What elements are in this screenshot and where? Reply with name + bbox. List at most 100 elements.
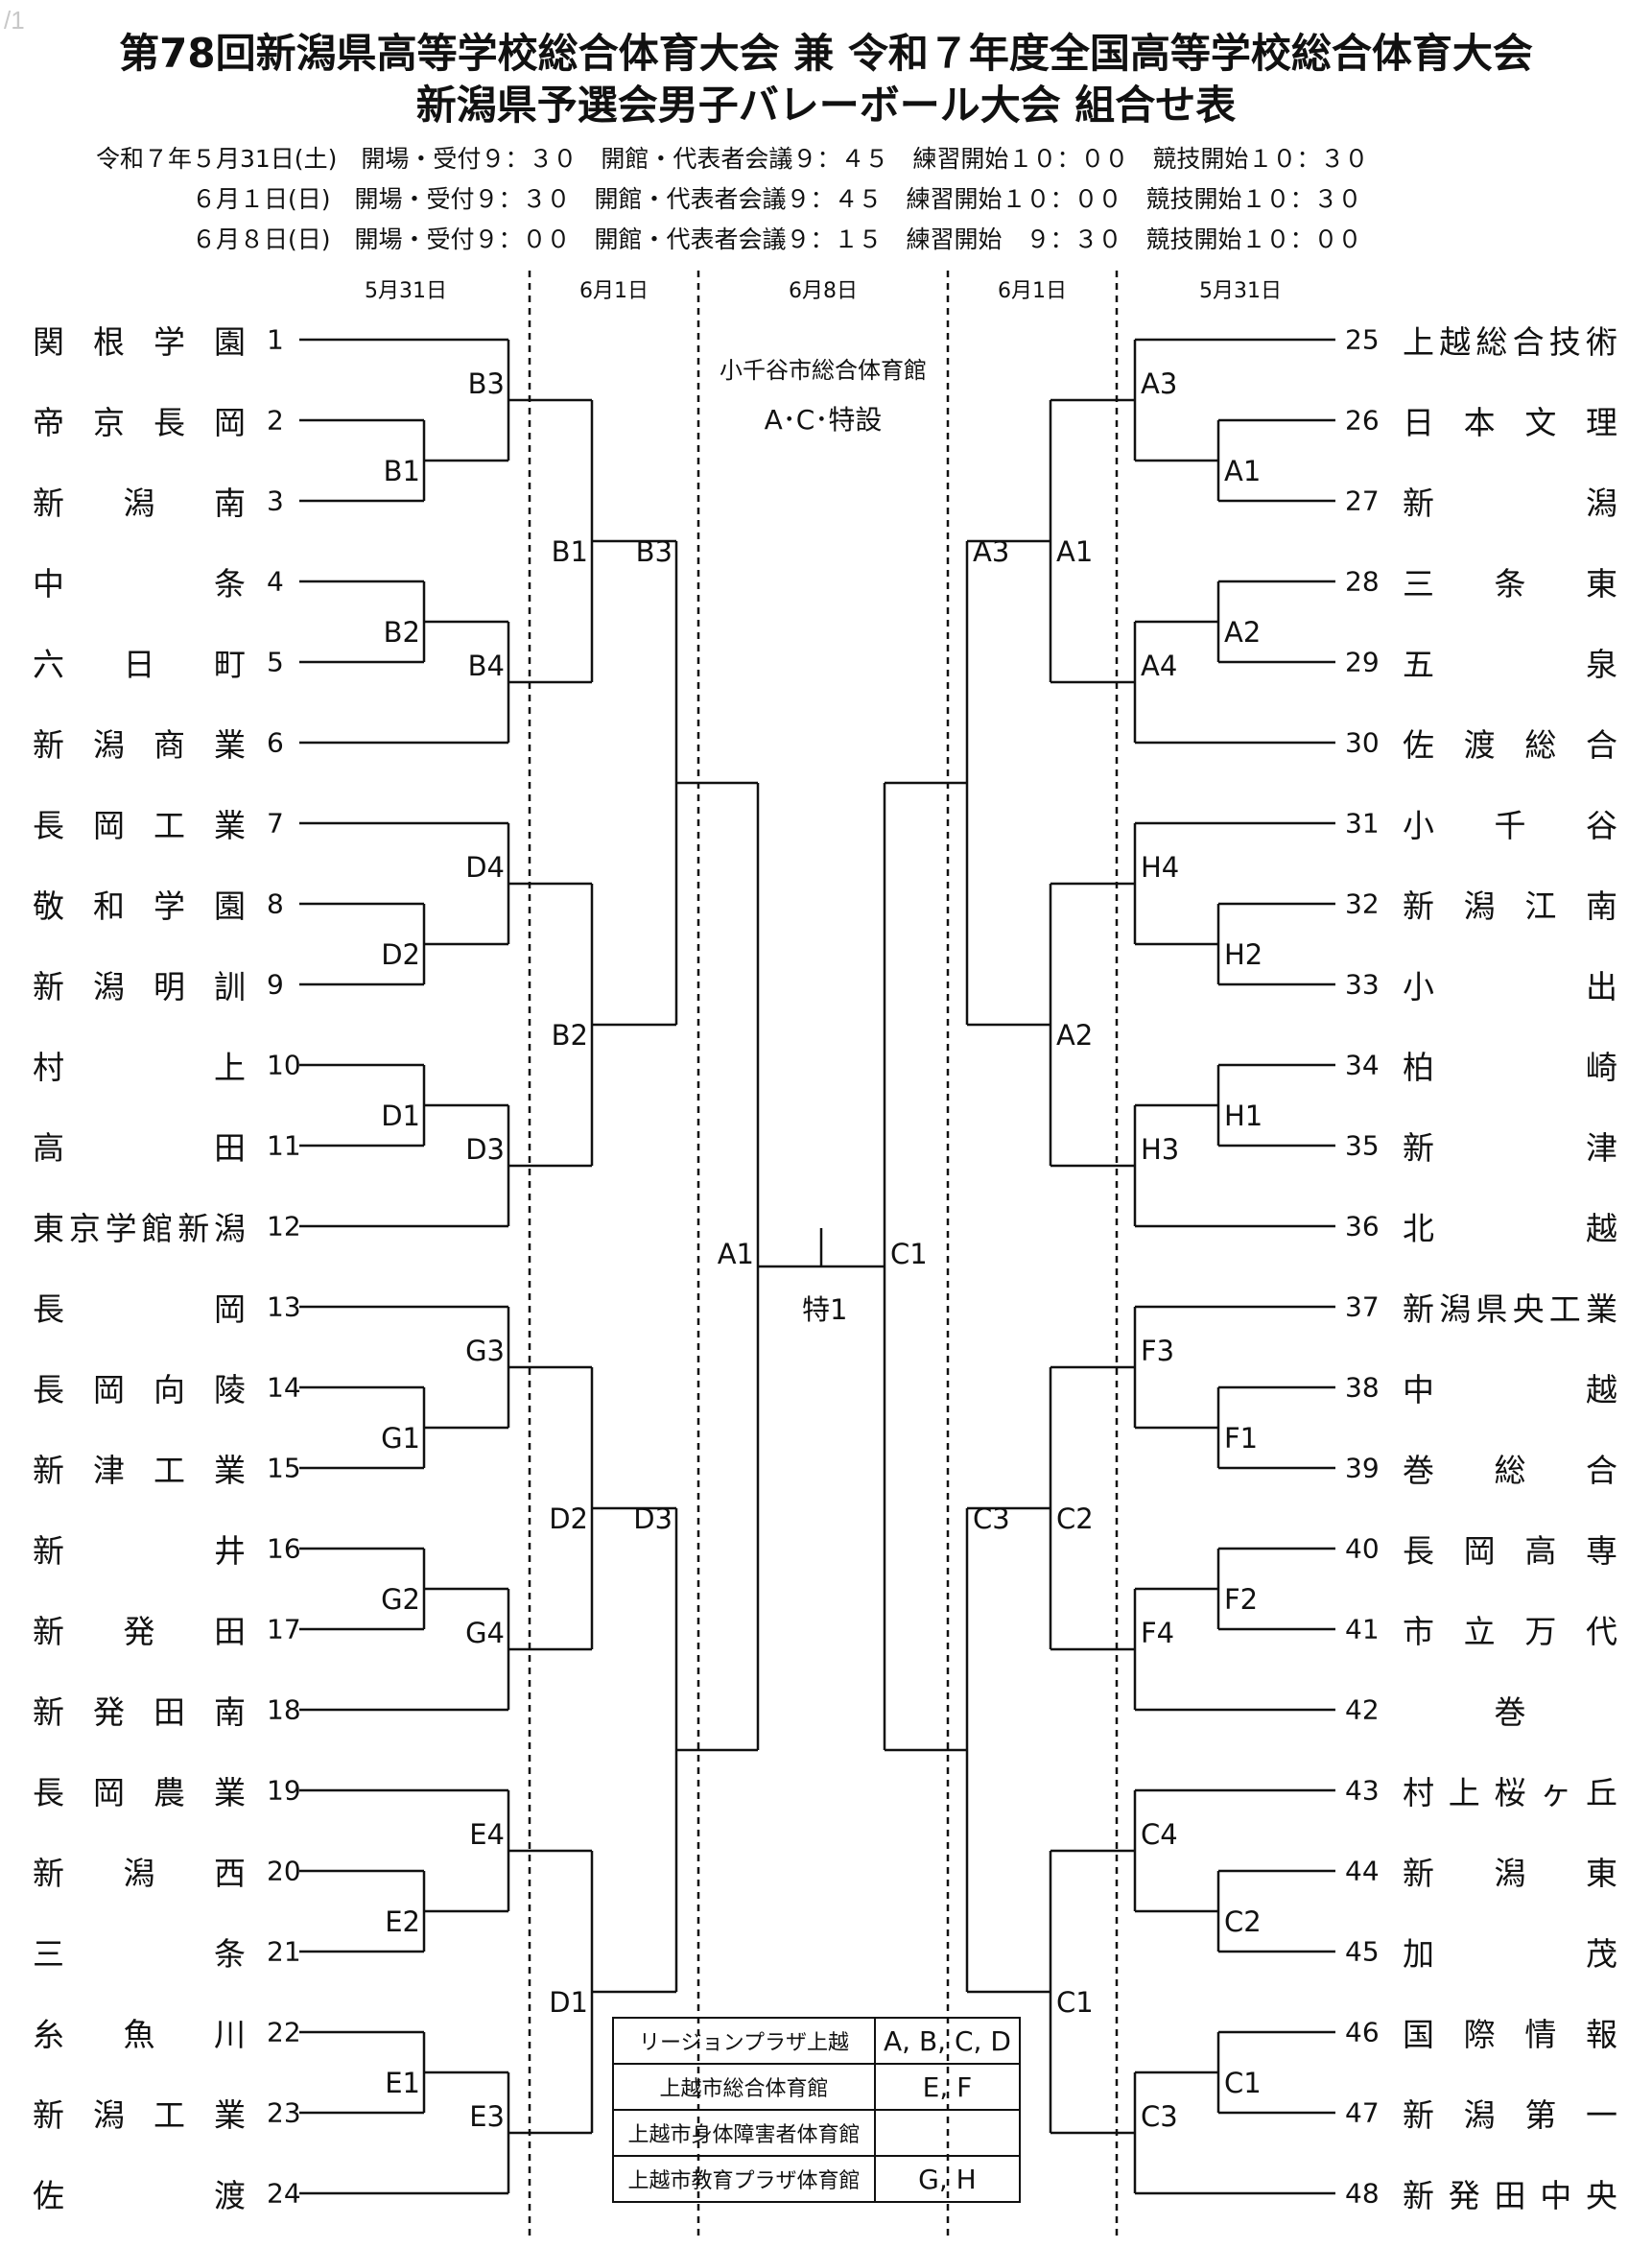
match-label: B3	[635, 535, 673, 568]
match-label: A2	[1056, 1019, 1094, 1052]
team-number: 44	[1345, 1855, 1380, 1887]
team-number: 19	[267, 1774, 301, 1807]
match-label: F4	[1141, 1617, 1175, 1649]
day-header-left-r2: 6月1日	[579, 279, 649, 303]
team-name: 村上桜ヶ丘	[1403, 1774, 1617, 1811]
match-label: C3	[1141, 2100, 1178, 2133]
match-label: D1	[381, 1100, 420, 1132]
team-number: 23	[267, 2096, 301, 2129]
schedule-line-2: ６月１日(日) 開場・受付９：３０ 開館・代表者会議９：４５ 練習開始１０：００…	[96, 185, 1362, 213]
match-label: A1	[717, 1238, 754, 1270]
match-label: B1	[551, 535, 588, 568]
match-label: C4	[1141, 1818, 1178, 1851]
team-name: 新潟第一	[1403, 2096, 1617, 2134]
team-number: 13	[267, 1290, 301, 1323]
team-number: 46	[1345, 2016, 1380, 2048]
team-name: 三条東	[1403, 565, 1617, 603]
match-label: F1	[1224, 1422, 1259, 1455]
match-label: B2	[551, 1019, 588, 1052]
team-name: 長岡	[33, 1290, 246, 1328]
team-name: 小千谷	[1403, 807, 1617, 844]
match-label: E3	[469, 2100, 505, 2133]
team-number: 18	[267, 1693, 301, 1726]
day-header-left-r1: 5月31日	[365, 279, 447, 303]
team-number: 39	[1345, 1452, 1380, 1484]
team-number: 9	[267, 968, 284, 1001]
team-name: 新発田	[33, 1613, 246, 1650]
team-number: 26	[1345, 404, 1380, 437]
team-number: 20	[267, 1855, 301, 1887]
team-name: 新井	[33, 1532, 246, 1570]
match-label: C1	[890, 1238, 928, 1270]
match-label: D1	[549, 1986, 588, 2019]
team-name: 東京学館新潟	[33, 1210, 246, 1247]
team-name: 長岡高専	[1403, 1532, 1617, 1570]
team-number: 6	[267, 726, 284, 759]
team-name: 新潟南	[33, 485, 246, 522]
venue-name: 小千谷市総合体育館	[720, 357, 927, 384]
team-name: 新潟明訓	[33, 968, 246, 1006]
team-number: 22	[267, 2016, 301, 2048]
match-label: B3	[467, 367, 505, 400]
match-label: D3	[465, 1133, 505, 1166]
match-label: A1	[1056, 535, 1094, 568]
team-name: 巻	[1494, 1693, 1526, 1731]
team-name: 新発田中央	[1403, 2177, 1617, 2214]
match-label: B1	[383, 455, 420, 487]
team-number: 17	[267, 1613, 301, 1645]
match-label: D2	[549, 1503, 588, 1535]
team-name: 新潟県央工業	[1403, 1290, 1617, 1328]
team-number: 41	[1345, 1613, 1380, 1645]
venue-legend: リージョンプラザ上越 A, B, C, D 上越市総合体育館 E, F 上越市身…	[612, 2017, 1021, 2203]
team-name: 上越総合技術	[1403, 323, 1617, 361]
venue-courts: A･C･特設	[764, 404, 883, 436]
match-label: C1	[1056, 1986, 1094, 2019]
team-name: 六日町	[33, 646, 246, 683]
match-label: A4	[1141, 650, 1178, 682]
legend-courts: G, H	[874, 2155, 1021, 2203]
page-title-line-1: 第78回新潟県高等学校総合体育大会 兼 令和７年度全国高等学校総合体育大会	[119, 30, 1533, 77]
team-name: 国際情報	[1403, 2016, 1617, 2053]
legend-row: リージョンプラザ上越 A, B, C, D	[612, 2017, 1021, 2065]
team-number: 1	[267, 323, 284, 356]
team-name: 敬和学園	[33, 887, 246, 925]
team-number: 11	[267, 1129, 301, 1162]
match-label: A2	[1224, 616, 1262, 649]
match-label: F3	[1141, 1335, 1175, 1367]
team-name: 佐渡	[33, 2177, 246, 2214]
team-name: 新潟江南	[1403, 887, 1617, 925]
team-name: 加茂	[1403, 1935, 1617, 1973]
team-number: 12	[267, 1210, 301, 1242]
team-number: 5	[267, 646, 284, 678]
team-name: 高田	[33, 1129, 246, 1167]
final-label: 特1	[802, 1293, 848, 1326]
team-number: 47	[1345, 2096, 1380, 2129]
legend-courts	[874, 2109, 1021, 2157]
team-number: 4	[267, 565, 284, 598]
team-number: 42	[1345, 1693, 1380, 1726]
team-name: 関根学園	[33, 323, 246, 361]
team-name: 新津工業	[33, 1452, 246, 1489]
match-label: C3	[973, 1503, 1010, 1535]
match-label: D4	[465, 851, 505, 884]
match-label: A3	[1141, 367, 1178, 400]
team-number: 3	[267, 485, 284, 517]
team-number: 30	[1345, 726, 1380, 759]
legend-venue: リージョンプラザ上越	[612, 2017, 876, 2065]
team-number: 40	[1345, 1532, 1380, 1565]
match-label: D3	[633, 1503, 673, 1535]
team-number: 21	[267, 1935, 301, 1968]
match-label: A1	[1224, 455, 1262, 487]
team-number: 16	[267, 1532, 301, 1565]
team-number: 8	[267, 887, 284, 920]
team-number: 35	[1345, 1129, 1380, 1162]
legend-venue: 上越市総合体育館	[612, 2063, 876, 2111]
match-label: G1	[381, 1422, 420, 1455]
team-name: 新潟西	[33, 1855, 246, 1892]
team-name: 長岡向陵	[33, 1371, 246, 1408]
match-label: H3	[1141, 1133, 1180, 1166]
team-name: 柏崎	[1403, 1049, 1617, 1086]
team-name: 佐渡総合	[1403, 726, 1617, 764]
match-label: D2	[381, 938, 420, 971]
